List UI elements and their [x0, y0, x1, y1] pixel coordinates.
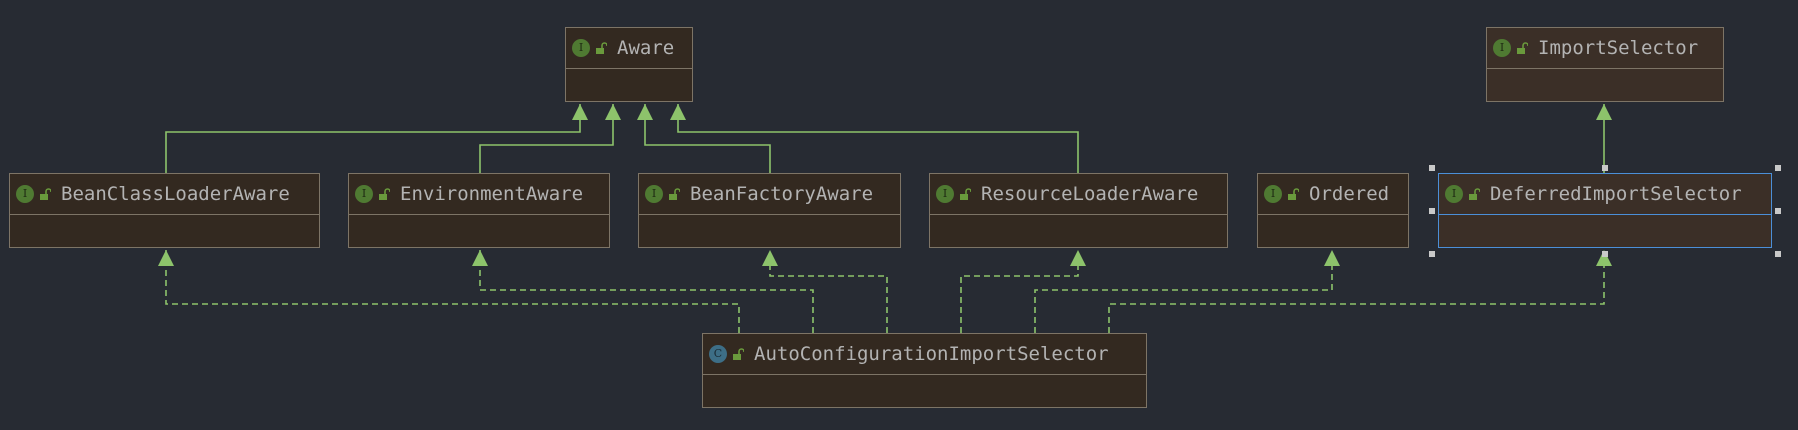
open-lock-icon	[669, 188, 680, 200]
node-title: AutoConfigurationImportSelector	[754, 343, 1109, 365]
node-header: I ResourceLoaderAware	[930, 174, 1227, 215]
arrowhead-icon	[637, 104, 653, 120]
arrowhead-icon	[1596, 250, 1612, 266]
edge-implements[interactable]	[960, 250, 1079, 333]
node-bean-class-loader-aware[interactable]: I BeanClassLoaderAware	[9, 173, 320, 248]
node-resource-loader-aware[interactable]: I ResourceLoaderAware	[929, 173, 1228, 248]
selection-handle[interactable]	[1775, 251, 1781, 257]
edge-extends[interactable]	[644, 104, 771, 173]
open-lock-icon	[960, 188, 971, 200]
interface-icon: I	[936, 185, 954, 203]
node-header: I EnvironmentAware	[349, 174, 609, 215]
edge-implements[interactable]	[1034, 250, 1333, 333]
selection-handle[interactable]	[1602, 165, 1608, 171]
node-title: BeanClassLoaderAware	[61, 183, 290, 205]
open-lock-icon	[379, 188, 390, 200]
edge-extends[interactable]	[479, 104, 614, 173]
interface-icon: I	[1493, 39, 1511, 57]
edge-extends[interactable]	[165, 104, 581, 173]
arrowhead-icon	[472, 250, 488, 266]
open-lock-icon	[1517, 42, 1528, 54]
edge-implements[interactable]	[479, 250, 814, 333]
selection-handle[interactable]	[1429, 208, 1435, 214]
node-title: DeferredImportSelector	[1490, 183, 1742, 205]
selection-handle[interactable]	[1602, 251, 1608, 257]
node-title: EnvironmentAware	[400, 183, 584, 205]
arrowhead-icon	[158, 250, 174, 266]
arrowhead-icon	[670, 104, 686, 120]
node-title: Ordered	[1309, 183, 1390, 205]
node-header: I DeferredImportSelector	[1439, 174, 1771, 215]
selection-handle[interactable]	[1429, 165, 1435, 171]
node-ordered[interactable]: I Ordered	[1257, 173, 1409, 248]
selection-handle[interactable]	[1429, 251, 1435, 257]
node-title: ResourceLoaderAware	[981, 183, 1199, 205]
open-lock-icon	[596, 42, 607, 54]
node-auto-configuration-import-selector[interactable]: C AutoConfigurationImportSelector	[702, 333, 1147, 408]
node-header: I BeanClassLoaderAware	[10, 174, 319, 215]
node-bean-factory-aware[interactable]: I BeanFactoryAware	[638, 173, 901, 248]
selection-handle[interactable]	[1775, 208, 1781, 214]
interface-icon: I	[355, 185, 373, 203]
interface-icon: I	[16, 185, 34, 203]
interface-icon: I	[1264, 185, 1282, 203]
arrowhead-icon	[572, 104, 588, 120]
node-title: Aware	[617, 37, 675, 59]
interface-icon: I	[645, 185, 663, 203]
edge-implements[interactable]	[165, 250, 740, 333]
open-lock-icon	[1288, 188, 1299, 200]
node-header: I BeanFactoryAware	[639, 174, 900, 215]
open-lock-icon	[40, 188, 51, 200]
node-aware[interactable]: I Aware	[565, 27, 693, 102]
node-title: BeanFactoryAware	[690, 183, 874, 205]
arrowhead-icon	[1596, 104, 1612, 120]
class-icon: C	[709, 345, 727, 363]
node-environment-aware[interactable]: I EnvironmentAware	[348, 173, 610, 248]
node-header: C AutoConfigurationImportSelector	[703, 334, 1146, 375]
node-deferred-import-selector[interactable]: I DeferredImportSelector	[1438, 173, 1772, 248]
edge-implements[interactable]	[769, 250, 888, 333]
node-header: I ImportSelector	[1487, 28, 1723, 69]
arrowhead-icon	[762, 250, 778, 266]
node-title: ImportSelector	[1538, 37, 1699, 59]
node-header: I Aware	[566, 28, 692, 69]
interface-icon: I	[572, 39, 590, 57]
arrowhead-icon	[1324, 250, 1340, 266]
interface-icon: I	[1445, 185, 1463, 203]
node-import-selector[interactable]: I ImportSelector	[1486, 27, 1724, 102]
selection-handle[interactable]	[1775, 165, 1781, 171]
node-header: I Ordered	[1258, 174, 1408, 215]
open-lock-icon	[733, 348, 744, 360]
arrowhead-icon	[605, 104, 621, 120]
arrowhead-icon	[1070, 250, 1086, 266]
edge-extends[interactable]	[677, 104, 1079, 173]
open-lock-icon	[1469, 188, 1480, 200]
edge-implements[interactable]	[1108, 250, 1605, 333]
